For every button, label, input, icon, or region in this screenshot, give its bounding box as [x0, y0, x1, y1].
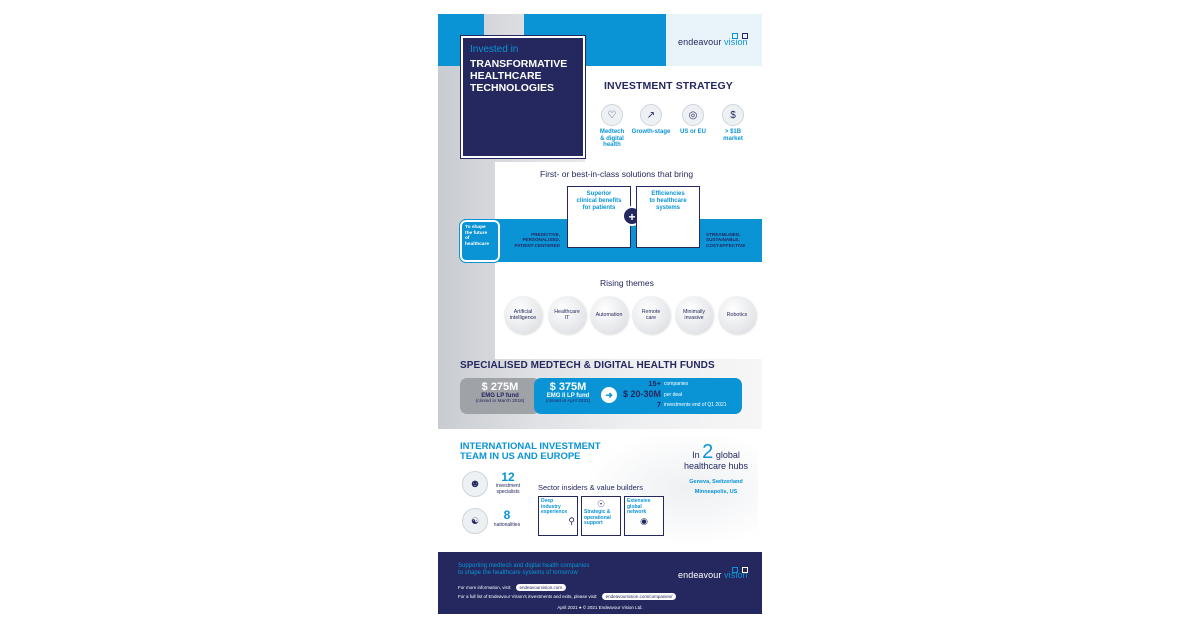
footer-info-label: For more information, visit: [458, 585, 512, 590]
hubs-pre: In [692, 450, 700, 460]
footer-logo[interactable]: endeavour vision [678, 570, 748, 580]
hero-title-line: TECHNOLOGIES [470, 82, 555, 95]
logo-text: endeavour [678, 37, 722, 47]
shape-future-box: To shape the future of healthcare [459, 219, 501, 263]
fund-stats: 15+ companies $ 20-30M per deal 7 invest… [622, 379, 727, 409]
logo-mark [732, 26, 749, 44]
footer-info-link[interactable]: endeavourvision.com [515, 584, 567, 591]
growth-chart-icon: ↗ [640, 104, 662, 126]
patients-icon: ☺ [592, 217, 606, 232]
footer-list: For a full list of Endeavour Vision's in… [458, 593, 677, 600]
nationalities-icon: ☯ [462, 508, 488, 534]
efficiencies-text: Efficiencies to healthcare systems [649, 191, 687, 211]
fund-emg-ii-text: $ 375M EMG II LP fund (closed in April 2… [545, 381, 591, 404]
strategy-item: ↗ Growth-stage [628, 104, 674, 136]
logo-square-icon [732, 567, 738, 573]
infographic: { "brand": { "name_a": "endeavour", "nam… [438, 14, 762, 614]
lightbulb-icon: ☉ [596, 499, 606, 509]
strategy-label: US or EU [679, 129, 706, 135]
left-tagline: PREDICTIVE, PERSONALISED, PATIENT-CENTER… [514, 232, 560, 248]
arrow-right-icon: ➜ [601, 387, 617, 403]
themes-heading: Rising themes [600, 278, 654, 288]
nationalities-stat: 8 nationalities [493, 508, 521, 528]
fund-emg-ii-lp [534, 378, 742, 414]
footer [438, 552, 762, 614]
fund-emg-lp: $ 275M EMG LP fund (closed in March 2016… [460, 378, 540, 414]
logo-text-accent: vision [724, 570, 748, 580]
team-heading: INTERNATIONAL INVESTMENT TEAM IN US AND … [460, 441, 601, 462]
phone-heart-icon: ♡ [601, 104, 623, 126]
hub-minneapolis: Minneapolis, US [694, 489, 738, 495]
hero-box: Invested in TRANSFORMATIVE HEALTHCARE TE… [460, 35, 586, 159]
hub-geneva: Geneva, Switzerland [689, 479, 743, 485]
theme-automation: Automation [590, 296, 628, 334]
strategy-heading: INVESTMENT STRATEGY [604, 80, 733, 92]
solutions-heading: First- or best-in-class solutions that b… [540, 169, 694, 179]
footer-list-label: For a full list of Endeavour Vision's in… [458, 594, 598, 599]
footer-list-link[interactable]: endeavourvision.com/companies/ [601, 593, 677, 600]
strategy-list: ♡ Medtech & digital health ↗ Growth-stag… [598, 104, 748, 154]
hospital-icon: ▦ [662, 217, 674, 232]
hero-title: TRANSFORMATIVE HEALTHCARE TECHNOLOGIES [470, 58, 576, 94]
logo-text: endeavour [678, 570, 722, 580]
hubs-number: 2 [702, 441, 714, 463]
strategy-item: $ > $1B market [718, 104, 748, 142]
magnifier-icon: ⚲ [568, 515, 575, 526]
hubs-block: In 2 global healthcare hubs Geneva, Swit… [672, 442, 760, 495]
strategy-label: Growth-stage [631, 129, 671, 135]
strategy-label: > $1B market [723, 129, 743, 142]
strategy-label: Medtech & digital health [599, 129, 625, 149]
hero-title-line: TRANSFORMATIVE [470, 58, 568, 70]
insiders-heading: Sector insiders & value builders [538, 483, 644, 492]
footer-tagline: Supporting medtech and digital health co… [458, 563, 590, 576]
clinical-benefits-text: Superior clinical benefits for patients [576, 191, 622, 211]
footer-info: For more information, visit: endeavourvi… [458, 584, 567, 591]
globe-icon: ◎ [682, 104, 704, 126]
efficiencies-box: Efficiencies to healthcare systems ▦ [636, 186, 700, 248]
header-logo-area [666, 14, 762, 66]
hero-kicker: Invested in [470, 44, 519, 55]
strategy-item: ◎ US or EU [678, 104, 708, 136]
strategy-item: ♡ Medtech & digital health [598, 104, 626, 149]
footer-logo-mark [732, 560, 749, 578]
right-tagline: STREAMLINED, SUSTAINABLE, COST-EFFECTIVE [706, 232, 746, 248]
hero-title-line: HEALTHCARE [470, 70, 542, 83]
theme-robotics: Robotics [718, 296, 756, 334]
clinical-benefits-box: Superior clinical benefits for patients … [567, 186, 631, 248]
globe-network-icon: ◉ [640, 515, 648, 526]
hubs-text: global [715, 450, 740, 460]
logo[interactable]: endeavour vision [678, 37, 748, 47]
hubs-text: healthcare hubs [683, 461, 749, 471]
logo-text-accent: vision [724, 37, 748, 47]
specialists-icon: ☻ [462, 471, 488, 497]
footer-copyright: April 2021 ● © 2021 Endeavour Vision Ltd… [557, 605, 643, 610]
funds-heading: SPECIALISED MEDTECH & DIGITAL HEALTH FUN… [460, 360, 715, 371]
money-icon: $ [722, 104, 744, 126]
logo-square-icon [742, 567, 749, 573]
specialists-stat: 12 investment specialists [495, 470, 521, 495]
logo-square-icon [742, 33, 749, 39]
